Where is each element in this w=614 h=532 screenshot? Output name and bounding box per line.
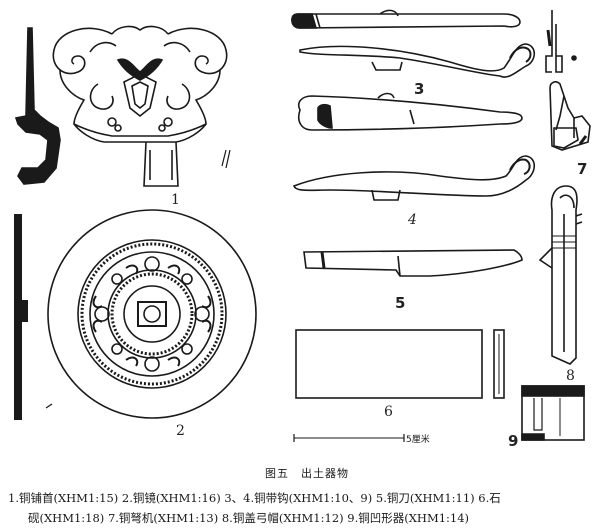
figure-number-7: 7 (577, 160, 588, 178)
artifact-figure: 1 2 3 4 5 6 7 8 9 5厘米 (14, 9, 591, 450)
figure-number-3: 3 (414, 80, 425, 98)
artifact-4-side (292, 155, 536, 201)
figure-number-4: 4 (408, 212, 417, 228)
artifact-3-side (299, 43, 536, 78)
artifact-2-mirror (47, 209, 257, 419)
artifact-6-side (493, 329, 505, 399)
figure-caption-title: 图五出土器物 (0, 465, 614, 481)
artifact-7-profile (545, 10, 577, 73)
figure-title: 出土器物 (301, 467, 349, 480)
artifact-5-knife (303, 249, 523, 277)
artifact-1-front (52, 25, 231, 187)
artifact-2-profile (14, 214, 53, 420)
artifact-1-profile (14, 27, 61, 185)
artifact-6-top (295, 329, 483, 399)
figure-number-5: 5 (395, 294, 406, 312)
artifact-3-top (291, 9, 521, 29)
artifact-4-top (297, 92, 523, 131)
figure-number-1: 1 (171, 192, 180, 208)
artifact-9-object (521, 385, 585, 441)
caption-line-2: 砚(XHM1:18) 7.铜弩机(XHM1:13) 8.铜盖弓帽(XHM1:12… (28, 511, 470, 525)
artifact-7-body (549, 81, 591, 151)
caption-line-1: 1.铜铺首(XHM1:15) 2.铜镜(XHM1:16) 3、4.铜带钩(XHM… (8, 491, 501, 505)
figure-number-6: 6 (384, 404, 393, 420)
figure-number-8: 8 (566, 368, 575, 384)
scale-bar (293, 434, 405, 442)
scale-label: 5厘米 (406, 435, 430, 445)
figure-label: 图五 (265, 467, 289, 480)
figure-number-9: 9 (508, 432, 519, 450)
figure-number-2: 2 (176, 423, 185, 439)
artifact-8-cap (538, 185, 583, 365)
